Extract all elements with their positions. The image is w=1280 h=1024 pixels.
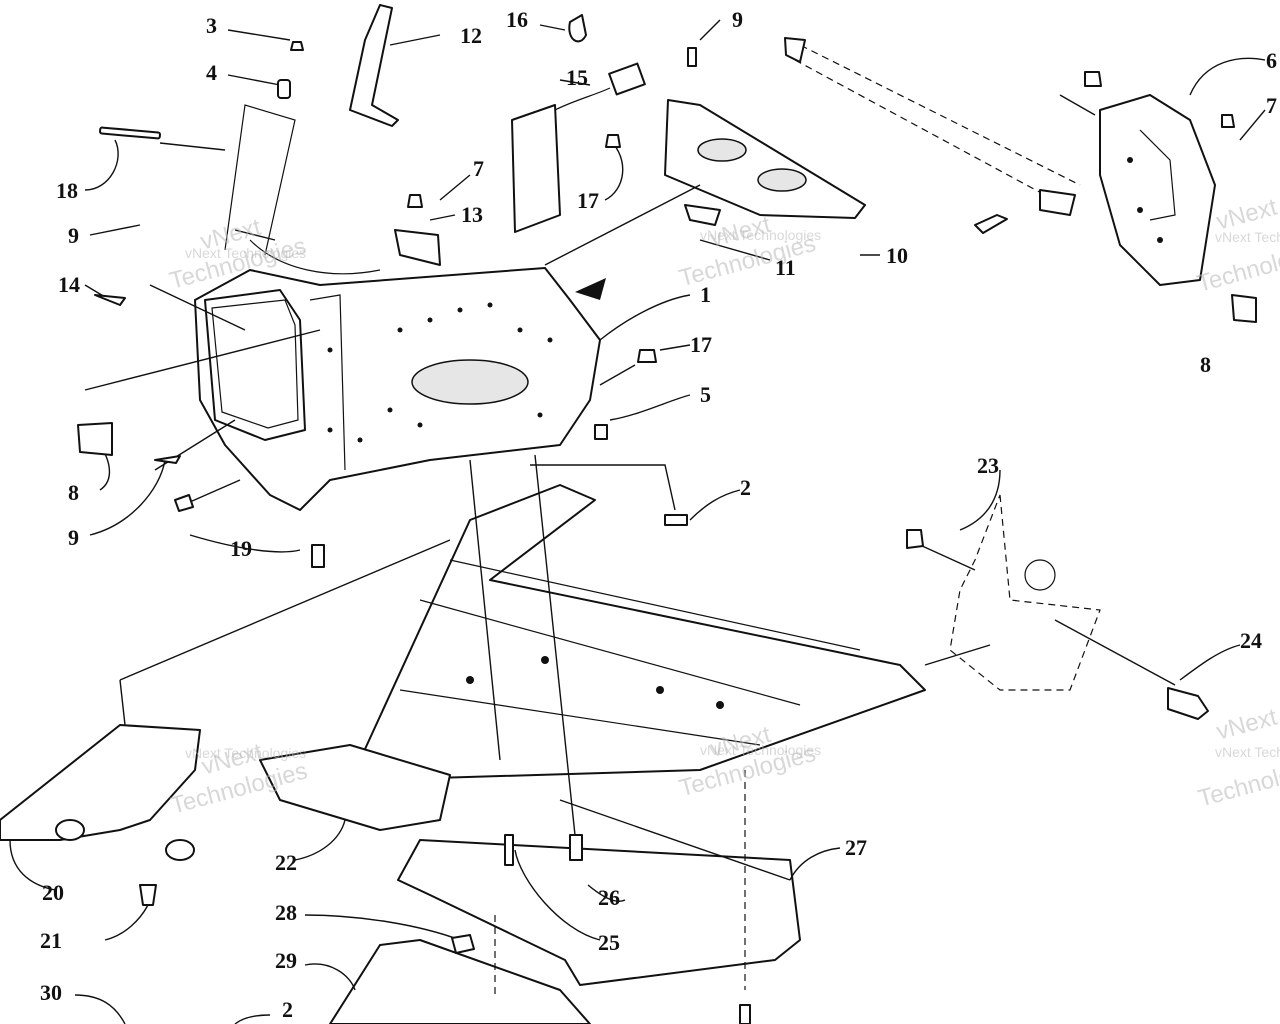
steering-bracket-part xyxy=(1099,94,1216,286)
callout-21: 21 xyxy=(40,928,62,953)
callout-12: 12 xyxy=(460,23,482,48)
callout-16: 16 xyxy=(506,7,528,32)
main-frame-part xyxy=(259,484,926,831)
callout-27: 27 xyxy=(845,835,867,860)
fasteners xyxy=(77,41,1257,1024)
watermark-line3: vNext Technologies xyxy=(1215,229,1280,245)
mounting-plate-part xyxy=(664,99,866,219)
callout-7: 7 xyxy=(473,156,484,181)
callout-4: 4 xyxy=(206,60,217,85)
watermark-line3: vNext Technologies xyxy=(1215,744,1280,760)
callout-2: 2 xyxy=(282,997,293,1022)
lower-bracket-part xyxy=(0,724,201,861)
pedal-part xyxy=(349,4,399,127)
clip-part xyxy=(568,14,587,43)
callout-9: 9 xyxy=(68,525,79,550)
callout-9: 9 xyxy=(68,223,79,248)
callout-26: 26 xyxy=(598,885,620,910)
callout-23: 23 xyxy=(977,453,999,478)
watermark-line1: vNext xyxy=(1214,703,1280,745)
callout-15: 15 xyxy=(566,65,588,90)
callout-13: 13 xyxy=(461,202,483,227)
side-frame-panel-part xyxy=(949,494,1101,691)
callout-8: 8 xyxy=(68,480,79,505)
callout-20: 20 xyxy=(42,880,64,905)
electrical-module-part xyxy=(511,62,646,233)
callout-1: 1 xyxy=(700,282,711,307)
callout-19: 19 xyxy=(230,536,252,561)
callout-17: 17 xyxy=(690,332,712,357)
crossbar-rail-part xyxy=(784,37,1081,196)
callout-28: 28 xyxy=(275,900,297,925)
callout-17: 17 xyxy=(577,188,599,213)
callout-22: 22 xyxy=(275,850,297,875)
callout-25: 25 xyxy=(598,930,620,955)
callout-29: 29 xyxy=(275,948,297,973)
watermark-line3: vNext Technologies xyxy=(700,742,821,758)
callout-6: 6 xyxy=(1266,48,1277,73)
callout-8: 8 xyxy=(1200,352,1211,377)
callout-14: 14 xyxy=(58,272,80,297)
callout-3: 3 xyxy=(206,13,217,38)
callout-7: 7 xyxy=(1266,93,1277,118)
callout-24: 24 xyxy=(1240,628,1262,653)
callout-2: 2 xyxy=(740,475,751,500)
lower-plate-part xyxy=(329,939,591,1024)
watermark-line3: vNext Technologies xyxy=(185,245,306,261)
watermark-line3: vNext Technologies xyxy=(700,227,821,243)
leader-lines xyxy=(9,19,1266,1024)
callout-11: 11 xyxy=(775,255,796,280)
callout-10: 10 xyxy=(886,243,908,268)
skid-plate-part xyxy=(397,839,801,986)
callout-labels: 3 4 12 16 15 9 6 7 18 7 17 13 9 14 11 10… xyxy=(40,7,1277,1022)
watermark-line3: vNext Technologies xyxy=(185,745,306,761)
callout-9: 9 xyxy=(732,7,743,32)
callout-30: 30 xyxy=(40,980,62,1005)
callout-18: 18 xyxy=(56,178,78,203)
callout-5: 5 xyxy=(700,382,711,407)
front-bulkhead-part xyxy=(194,104,606,511)
